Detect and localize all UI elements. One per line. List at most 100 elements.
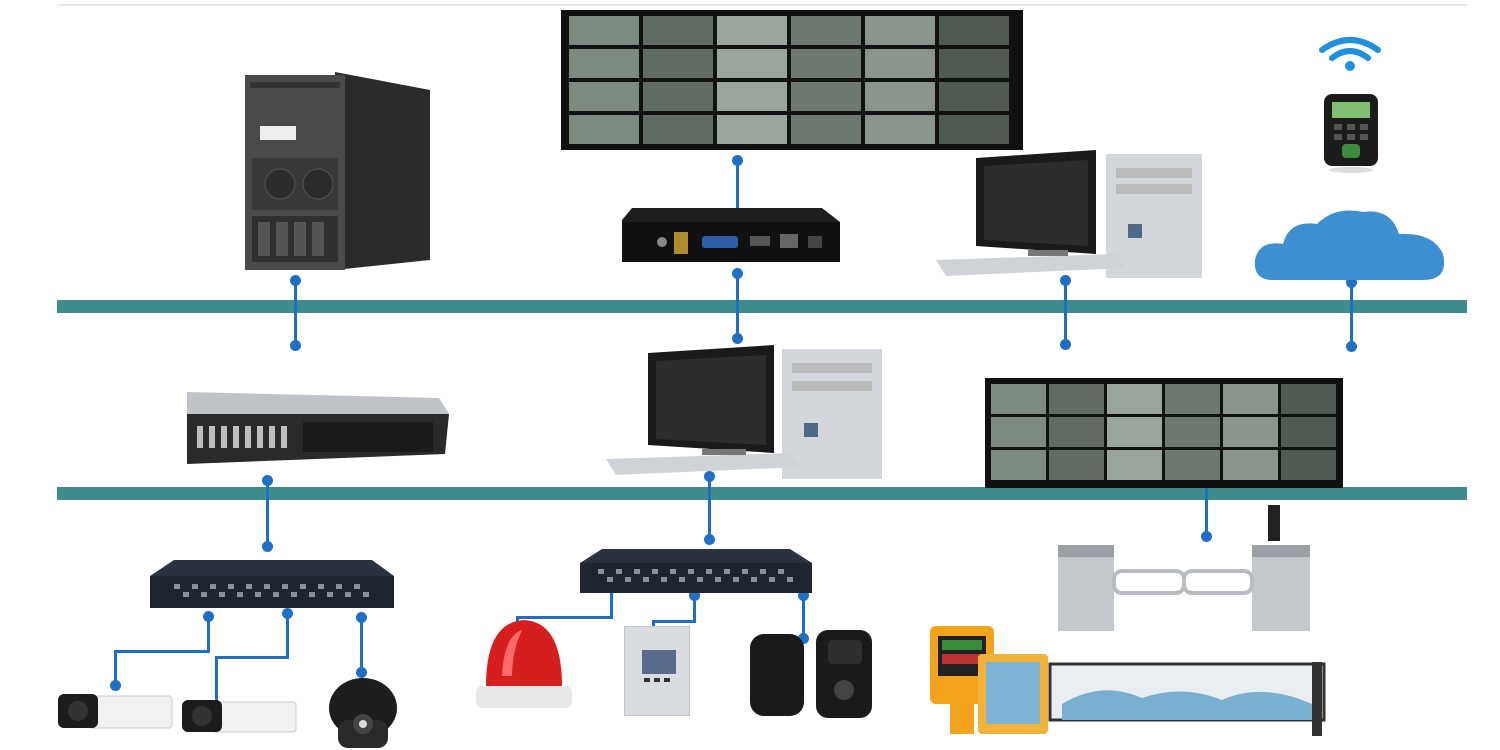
link-cam1 bbox=[207, 612, 210, 652]
switch-port bbox=[706, 569, 712, 574]
video-tile bbox=[939, 115, 1009, 144]
tower-server-icon bbox=[245, 72, 430, 270]
switch-port bbox=[751, 577, 757, 582]
video-tile bbox=[569, 16, 639, 45]
link-dome bbox=[360, 616, 363, 672]
switch-port bbox=[336, 584, 342, 589]
link-dot bbox=[262, 541, 273, 552]
cloud-icon bbox=[1254, 210, 1445, 280]
dome-camera-icon bbox=[329, 678, 397, 748]
video-tile bbox=[865, 16, 935, 45]
desktop-computer-icon bbox=[936, 150, 1202, 278]
switch-port bbox=[282, 584, 288, 589]
network-switch-icon bbox=[150, 560, 394, 608]
link-dot bbox=[356, 667, 367, 678]
switch-port bbox=[661, 577, 667, 582]
bullet-camera-icon bbox=[182, 700, 297, 733]
link-rack-switch bbox=[266, 480, 269, 546]
link-dot bbox=[704, 534, 715, 545]
video-tile bbox=[643, 82, 713, 111]
link-dot bbox=[290, 275, 301, 286]
switch-port bbox=[363, 592, 369, 597]
video-tile bbox=[1223, 450, 1278, 480]
video-tile bbox=[1107, 417, 1162, 447]
link-dot bbox=[110, 680, 121, 691]
video-tile bbox=[717, 115, 787, 144]
link-dot bbox=[798, 590, 809, 601]
switch-port bbox=[670, 569, 676, 574]
video-tile bbox=[791, 16, 861, 45]
switch-port bbox=[201, 592, 207, 597]
switch-port bbox=[309, 592, 315, 597]
video-tile bbox=[991, 417, 1046, 447]
video-tile bbox=[865, 115, 935, 144]
switch-port bbox=[318, 584, 324, 589]
switch-port bbox=[679, 577, 685, 582]
switch-port bbox=[598, 569, 604, 574]
bullet-camera-icon bbox=[58, 694, 173, 729]
top-divider bbox=[57, 4, 1467, 6]
switch-port bbox=[264, 584, 270, 589]
video-tile bbox=[991, 384, 1046, 414]
desktop-computer-icon bbox=[606, 345, 882, 479]
switch-port bbox=[327, 592, 333, 597]
switch-port bbox=[354, 584, 360, 589]
switch-port bbox=[697, 577, 703, 582]
alarm-control-panel-icon bbox=[624, 626, 690, 716]
video-tile bbox=[569, 82, 639, 111]
switch-port bbox=[634, 569, 640, 574]
video-tile bbox=[865, 82, 935, 111]
switch-port bbox=[291, 592, 297, 597]
video-wall-icon bbox=[561, 10, 1023, 150]
video-tile bbox=[1049, 450, 1104, 480]
switch-port bbox=[769, 577, 775, 582]
switch-port bbox=[652, 569, 658, 574]
video-tile bbox=[1107, 384, 1162, 414]
link-wall-decoder bbox=[736, 160, 739, 230]
switch-port bbox=[192, 584, 198, 589]
link-alarm-light bbox=[610, 586, 613, 618]
switch-port bbox=[733, 577, 739, 582]
link-tower-server bbox=[294, 280, 297, 346]
link-workstation-top bbox=[1064, 280, 1067, 344]
video-tile bbox=[865, 49, 935, 78]
link-cam1 bbox=[114, 650, 117, 686]
switch-port bbox=[688, 569, 694, 574]
link-dot bbox=[732, 155, 743, 166]
infrared-beam-detector-icon bbox=[750, 630, 872, 718]
link-workstation-switch bbox=[708, 476, 711, 540]
video-tile bbox=[717, 16, 787, 45]
network-bus-upper bbox=[57, 300, 1467, 313]
link-dot bbox=[689, 590, 700, 601]
video-tile bbox=[791, 82, 861, 111]
video-tile bbox=[643, 49, 713, 78]
link-alarm-panel bbox=[652, 620, 696, 623]
link-alarm-light bbox=[516, 616, 613, 619]
switch-port bbox=[643, 577, 649, 582]
rack-server-icon bbox=[187, 392, 449, 464]
link-dot bbox=[1201, 531, 1212, 542]
switch-port bbox=[237, 592, 243, 597]
link-wall-turnstile bbox=[1205, 472, 1208, 536]
switch-port bbox=[345, 592, 351, 597]
switch-port bbox=[625, 577, 631, 582]
link-dot bbox=[732, 333, 743, 344]
link-dot bbox=[282, 608, 293, 619]
video-tile bbox=[1049, 417, 1104, 447]
switch-port bbox=[228, 584, 234, 589]
video-decoder-icon bbox=[622, 208, 840, 262]
video-tile bbox=[643, 16, 713, 45]
video-tile bbox=[717, 49, 787, 78]
link-decoder-bus bbox=[736, 272, 739, 340]
link-cloud bbox=[1350, 282, 1353, 346]
switch-port bbox=[742, 569, 748, 574]
video-tile bbox=[791, 115, 861, 144]
video-tile bbox=[1165, 384, 1220, 414]
link-dot bbox=[290, 340, 301, 351]
turnstile-gate-icon bbox=[1058, 505, 1310, 631]
video-tile bbox=[1165, 450, 1220, 480]
alarm-beacon-icon bbox=[476, 620, 572, 708]
link-dot bbox=[1346, 277, 1357, 288]
switch-port bbox=[255, 592, 261, 597]
